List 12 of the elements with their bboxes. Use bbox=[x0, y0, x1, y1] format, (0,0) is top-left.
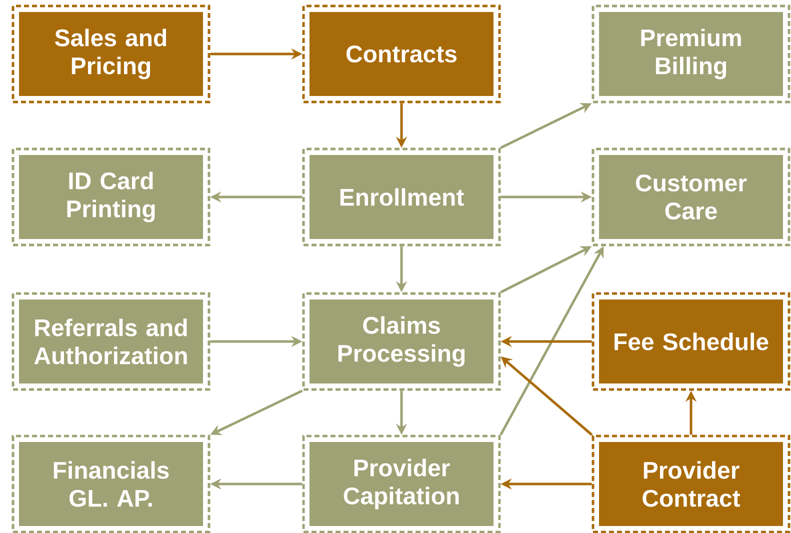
process-box: Premium Billing bbox=[592, 4, 790, 104]
process-box: Financials GL. AP. bbox=[12, 434, 210, 533]
process-box: Provider Contract bbox=[592, 434, 790, 533]
process-box: Contracts bbox=[302, 4, 501, 104]
process-box: Referrals and Authorization bbox=[12, 292, 210, 391]
process-box: Sales and Pricing bbox=[12, 4, 210, 104]
process-box: Customer Care bbox=[592, 148, 790, 246]
process-box: Claims Processing bbox=[302, 292, 501, 391]
process-box: Provider Capitation bbox=[302, 434, 501, 533]
process-box: Fee Schedule bbox=[592, 292, 790, 391]
process-box: ID Card Printing bbox=[12, 148, 210, 246]
process-box: Enrollment bbox=[302, 148, 501, 246]
